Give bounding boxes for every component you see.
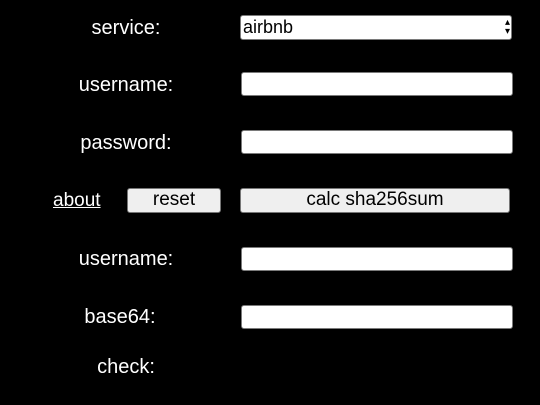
service-selected-value: airbnb (243, 17, 294, 37)
service-label: service: (91, 17, 161, 39)
reset-button[interactable]: reset (127, 188, 221, 213)
calc-sha256sum-button[interactable]: calc sha256sum (240, 188, 510, 213)
base64-field[interactable] (241, 305, 513, 329)
updown-arrow-icon: ▴▾ (504, 17, 510, 37)
username-label: username: (78, 74, 174, 96)
check-label: check: (97, 356, 155, 378)
result-username-field[interactable] (241, 247, 513, 271)
password-label: password: (80, 132, 172, 154)
password-input[interactable] (241, 130, 513, 154)
username-input[interactable] (241, 72, 513, 96)
result-username-label: username: (78, 248, 174, 270)
about-link[interactable]: about (53, 190, 101, 211)
service-select[interactable]: airbnb ▴▾ (240, 15, 512, 40)
base64-label: base64: (84, 306, 156, 328)
